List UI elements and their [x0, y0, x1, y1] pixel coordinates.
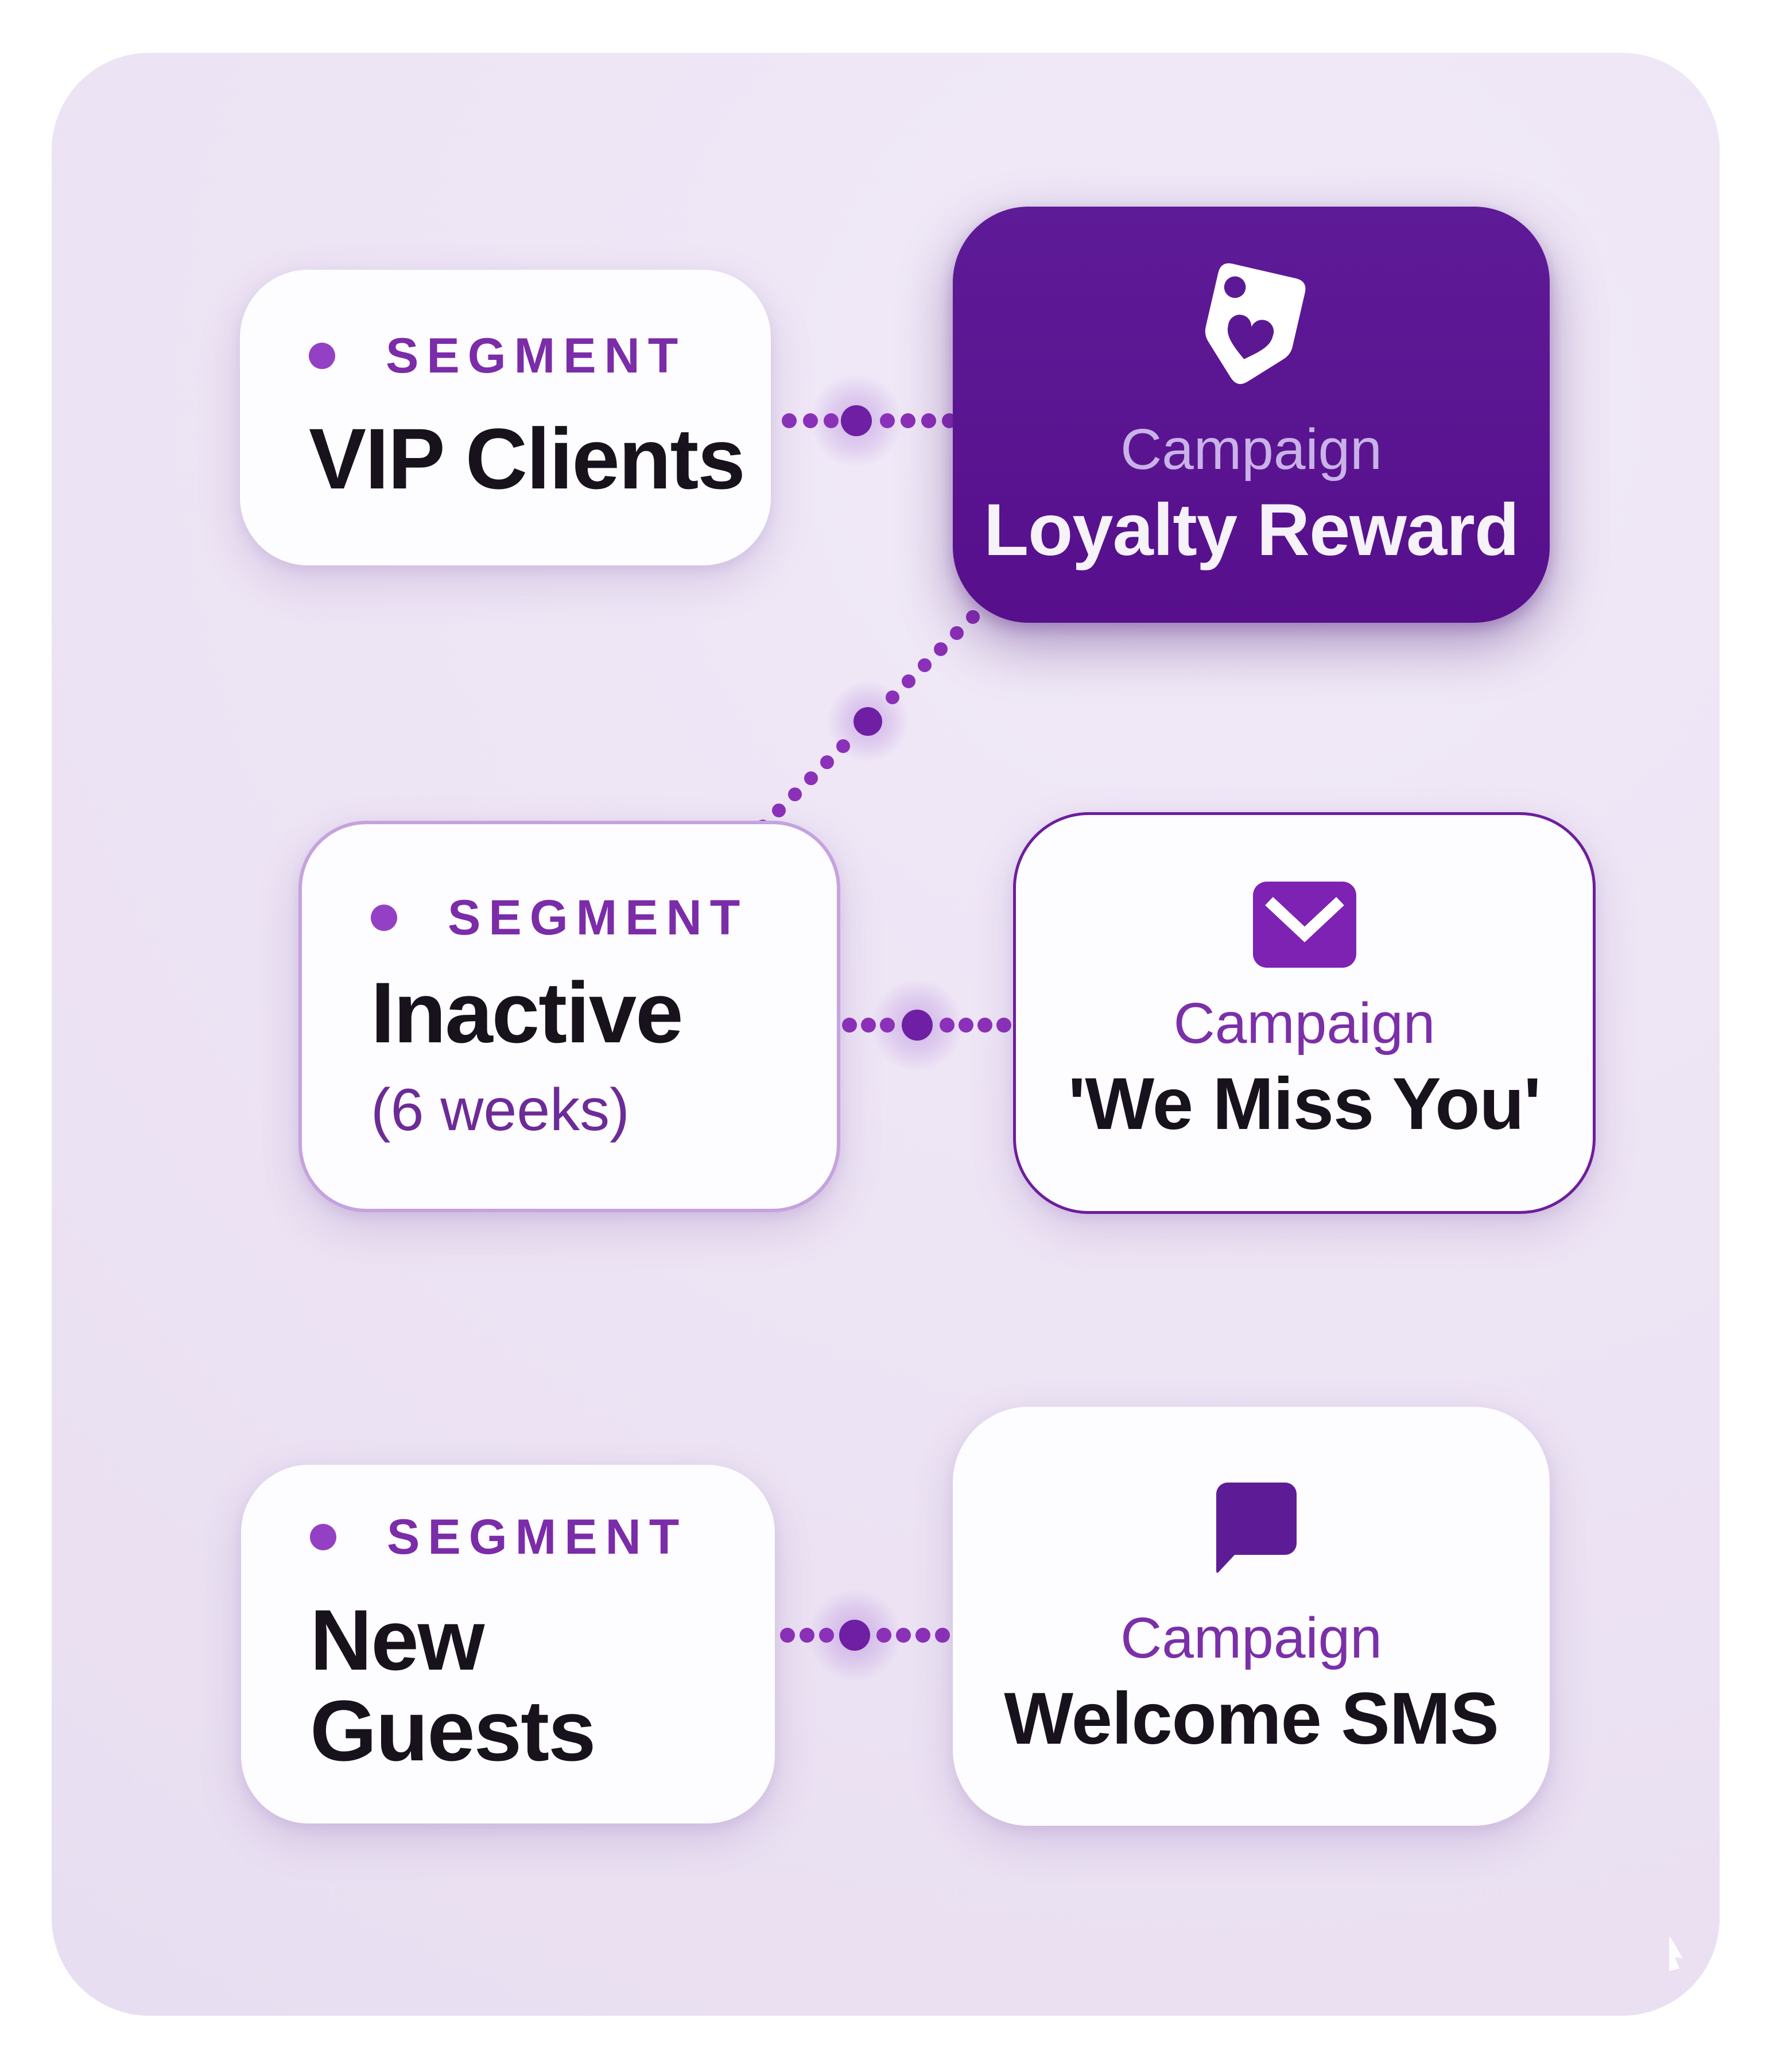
campaign-label: Campaign [1120, 1605, 1382, 1670]
connector-newguests-to-welcomesms [780, 1573, 950, 1697]
connector-loyalty-to-inactive [726, 610, 980, 863]
segment-header-row: SEGMENT [371, 893, 837, 942]
campaign-card-we-miss-you[interactable]: Campaign 'We Miss You' [1013, 812, 1596, 1214]
segment-bullet-icon [371, 905, 397, 932]
campaign-label: Campaign [1173, 991, 1435, 1056]
segment-title: New Guests [310, 1592, 596, 1779]
cursor-icon [1663, 1935, 1689, 1971]
connector-inactive-to-wemissyou [842, 963, 1011, 1087]
segment-label: SEGMENT [386, 328, 686, 383]
segment-title: VIP Clients [309, 410, 746, 507]
segment-bullet-icon [310, 1524, 336, 1550]
segment-card-inactive[interactable]: SEGMENT Inactive (6 weeks) [298, 821, 840, 1212]
segment-card-vip-clients[interactable]: SEGMENT VIP Clients [240, 270, 771, 565]
campaign-card-welcome-sms[interactable]: Campaign Welcome SMS [953, 1407, 1550, 1826]
envelope-icon [1252, 881, 1356, 968]
segment-header-row: SEGMENT [309, 331, 771, 381]
segment-title: Inactive [371, 964, 684, 1061]
campaign-title: Loyalty Reward [983, 488, 1519, 571]
campaign-card-loyalty-reward[interactable]: Campaign Loyalty Reward [953, 207, 1550, 623]
segment-subtitle: (6 weeks) [371, 1076, 630, 1143]
segment-header-row: SEGMENT [310, 1512, 775, 1562]
tag-heart-icon [1184, 259, 1319, 394]
chat-bubble-icon [1197, 1473, 1306, 1582]
campaign-label: Campaign [1120, 417, 1382, 482]
connector-vip-to-loyalty [782, 359, 957, 483]
segment-label: SEGMENT [387, 1510, 688, 1565]
segment-card-new-guests[interactable]: SEGMENT New Guests [241, 1465, 775, 1823]
segment-label: SEGMENT [448, 890, 748, 946]
campaign-title: 'We Miss You' [1068, 1062, 1541, 1145]
segment-bullet-icon [309, 342, 335, 369]
campaign-title: Welcome SMS [1004, 1677, 1499, 1760]
